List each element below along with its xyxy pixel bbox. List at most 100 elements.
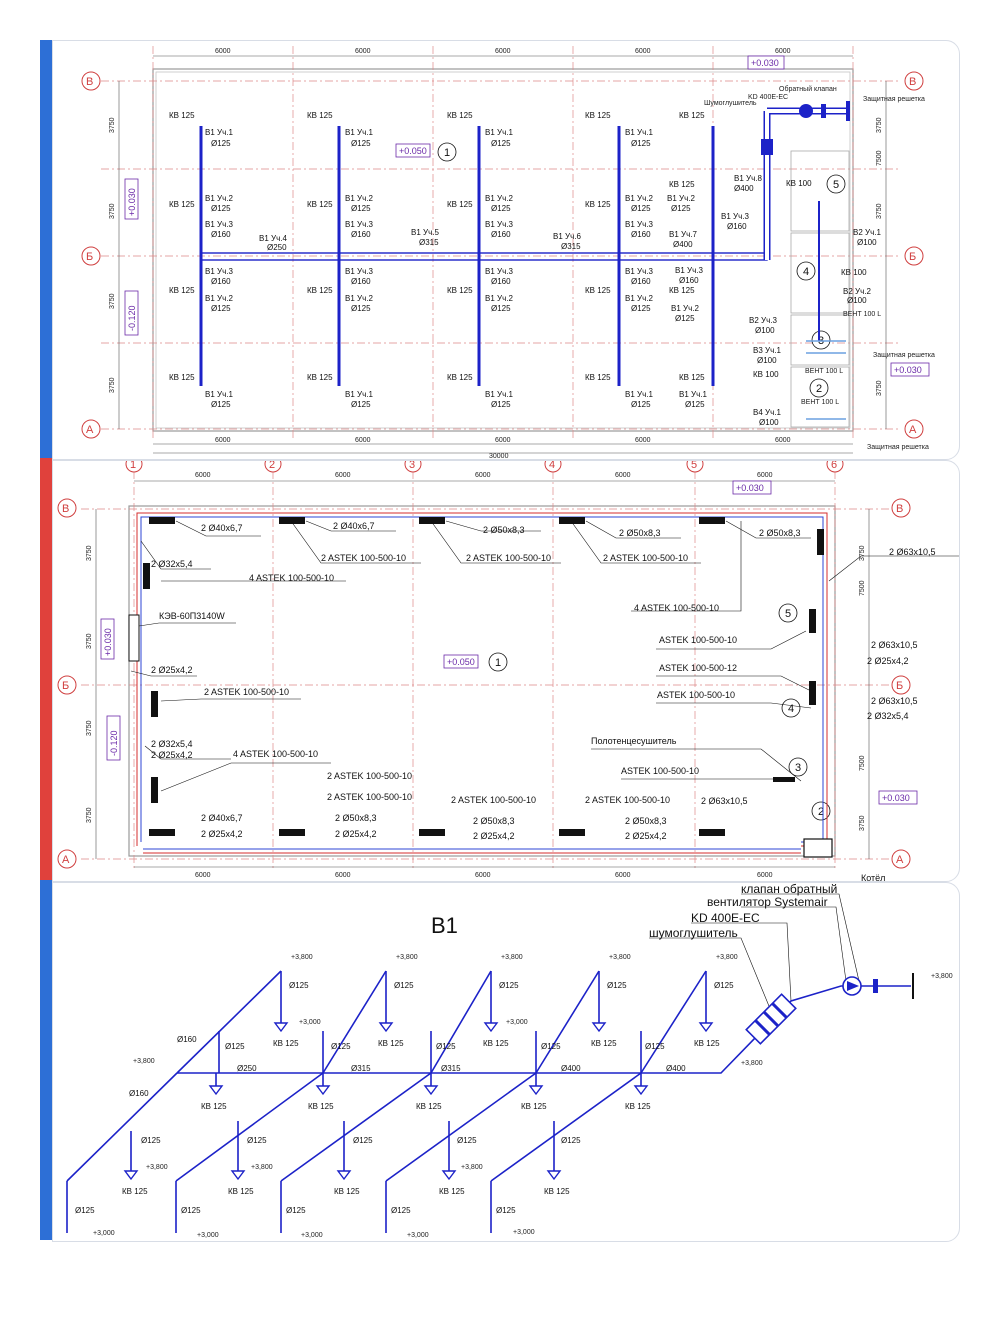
- p1-u1-b6: В1 Уч.1: [345, 390, 373, 399]
- p2-dim-bottom-4: 6000: [615, 872, 631, 879]
- iso-d125-end-2: Ø125: [181, 1206, 201, 1215]
- p1-u3-b3: В1 Уч.3: [345, 220, 373, 229]
- p1-b3-vent: ВЕНТ 100 L: [805, 368, 843, 375]
- heating-plan-panel: 1 2 3 4 5 6 В Б А В Б А 6000 6000 6000 6…: [52, 460, 960, 882]
- p1-kv-e5: КВ 125: [669, 286, 695, 295]
- p1-d125-d5: Ø125: [631, 304, 651, 313]
- p1-kv-d1: КВ 125: [585, 111, 611, 120]
- p1-d160-c3: Ø160: [491, 230, 511, 239]
- p1-kv-a6: КВ 125: [169, 373, 195, 382]
- p2-dim-top-3: 6000: [475, 472, 491, 479]
- room-number-5: 5: [833, 179, 839, 191]
- p1-d125-a6: Ø125: [211, 400, 231, 409]
- iso-kv-low-3: КВ 125: [334, 1187, 360, 1196]
- p2-radiator-bottom-2: 2 ASTEK 100-500-10: [327, 792, 412, 802]
- p1-d160-e3: Ø160: [727, 222, 747, 231]
- p2-radiator-left-2: 2 ASTEK 100-500-10: [204, 687, 289, 697]
- p2-radiator-bottom-1: 2 ASTEK 100-500-10: [327, 771, 412, 781]
- p2-radiator-room3: ASTEK 100-500-10: [621, 766, 699, 776]
- p1-u3-c4: В1 Уч.3: [485, 267, 513, 276]
- p1-kv-d2: КВ 125: [585, 200, 611, 209]
- p2-dim-bottom-3: 6000: [475, 872, 491, 879]
- p2-axis-row-top-left: В: [62, 503, 69, 515]
- p2-riser-5: 2 Ø32x5,4: [867, 711, 909, 721]
- iso-el-end-1: +3,000: [93, 1230, 115, 1237]
- axis-row-mid-left: Б: [86, 251, 93, 263]
- p1-u2-c5: В1 Уч.2: [485, 294, 513, 303]
- p2-towel-warmer: Полотенцесушитель: [591, 736, 677, 746]
- iso-el-low-1: +3,800: [146, 1164, 168, 1171]
- p2-dim-left-4: 3750: [86, 807, 93, 823]
- p1-kv-c5: КВ 125: [447, 286, 473, 295]
- p1-kv-e6: КВ 125: [679, 373, 705, 382]
- p1-kv-a1: КВ 125: [169, 111, 195, 120]
- iso-d125-end-5: Ø125: [496, 1206, 516, 1215]
- iso-d125-top-5: Ø125: [714, 981, 734, 990]
- iso-kv-low-5: КВ 125: [544, 1187, 570, 1196]
- iso-el-top-4: +3,800: [609, 954, 631, 961]
- iso-kv-mid-5: КВ 125: [625, 1102, 651, 1111]
- p1-fan-label: KD 400E-EC: [748, 94, 788, 101]
- iso-kv-mid-3: КВ 125: [416, 1102, 442, 1111]
- p2-axis-row-mid-right: Б: [896, 680, 903, 692]
- p1-main-d4: Ø250: [267, 243, 287, 252]
- iso-kv-top-2: КВ 125: [378, 1039, 404, 1048]
- dim-top-2: 6000: [355, 48, 371, 55]
- p1-d125-d1: Ø125: [631, 139, 651, 148]
- p1-u3-d3: В1 Уч.3: [625, 220, 653, 229]
- iso-d250: Ø250: [237, 1064, 257, 1073]
- iso-el-end-4: +3,000: [407, 1232, 429, 1239]
- p1-main-d5: Ø315: [419, 238, 439, 247]
- iso-kv-mid-1: КВ 125: [201, 1102, 227, 1111]
- p1-d125-a2: Ø125: [211, 204, 231, 213]
- p2-dim-bottom-2: 6000: [335, 872, 351, 879]
- p2-pipe-top-1: 2 Ø40x6,7: [201, 523, 243, 533]
- p1-d125-b2: Ø125: [351, 204, 371, 213]
- accent-bar-bottom: [40, 880, 52, 1240]
- p2-dim-left-3: 3750: [86, 720, 93, 736]
- iso-d315-1: Ø315: [351, 1064, 371, 1073]
- p1-grille-label-2: Защитная решетка: [873, 352, 935, 359]
- p1-d160-e4: Ø160: [679, 276, 699, 285]
- iso-d125-end-1: Ø125: [75, 1206, 95, 1215]
- p2-dim-top-1: 6000: [195, 472, 211, 479]
- p1-u1-d6: В1 Уч.1: [625, 390, 653, 399]
- level-mark-right: +0.030: [894, 365, 922, 375]
- dim-right-3: 3750: [876, 203, 883, 219]
- dim-total: 30000: [489, 453, 509, 459]
- p2-riser-4: 2 Ø63x10,5: [871, 696, 918, 706]
- iso-d125-top-2: Ø125: [394, 981, 414, 990]
- p2-room-number-5: 5: [785, 608, 791, 620]
- p2-radiator-room5: ASTEK 100-500-10: [659, 635, 737, 645]
- p2-dim-left-1: 3750: [86, 545, 93, 561]
- p1-u3-a3: В1 Уч.3: [205, 220, 233, 229]
- p1-main-d6: Ø315: [561, 242, 581, 251]
- p2-radiator-top-2: 2 ASTEK 100-500-10: [466, 553, 551, 563]
- p1-u2-a2: В1 Уч.2: [205, 194, 233, 203]
- p1-main-u7: В1 Уч.7: [669, 230, 697, 239]
- p1-kv-b6: КВ 125: [307, 373, 333, 382]
- iso-el-end-2: +3,000: [197, 1232, 219, 1239]
- p2-dim-right-2: 7500: [859, 580, 866, 596]
- p1-d125-d6: Ø125: [631, 400, 651, 409]
- p1-d160-d4: Ø160: [631, 277, 651, 286]
- p2-radiator-room5b: ASTEK 100-500-12: [659, 663, 737, 673]
- level-mark-top: +0.030: [751, 58, 779, 68]
- iso-d125-low-5: Ø125: [561, 1136, 581, 1145]
- p2-level-mark-left-1: +0.030: [103, 628, 113, 656]
- p1-d125-e6: Ø125: [685, 400, 705, 409]
- p2-riser-2: 2 Ø63x10,5: [871, 640, 918, 650]
- p2-pipe-bottom-3: 2 Ø50x8,3: [335, 813, 377, 823]
- p1-b2-d3: Ø100: [755, 326, 775, 335]
- p2-room-number-4: 4: [788, 703, 794, 715]
- p1-b2-vent: ВЕНТ 100 L: [843, 311, 881, 318]
- p1-main-u4: В1 Уч.4: [259, 234, 287, 243]
- p1-d160-a4: Ø160: [211, 277, 231, 286]
- p2-pipe-bottom-8: 2 Ø25x4,2: [625, 831, 667, 841]
- p1-b2-u1: В2 Уч.1: [853, 228, 881, 237]
- p2-pipe-left-1: 2 Ø32x5,4: [151, 559, 193, 569]
- isometric-scheme-drawing: В1 клапан обратный вентилятор Systemair …: [66, 883, 953, 1239]
- iso-d125-mid-5: Ø125: [645, 1042, 665, 1051]
- p2-level-mark-left-2: -0.120: [109, 730, 119, 756]
- p2-pipe-bottom-5: 2 Ø50x8,3: [473, 816, 515, 826]
